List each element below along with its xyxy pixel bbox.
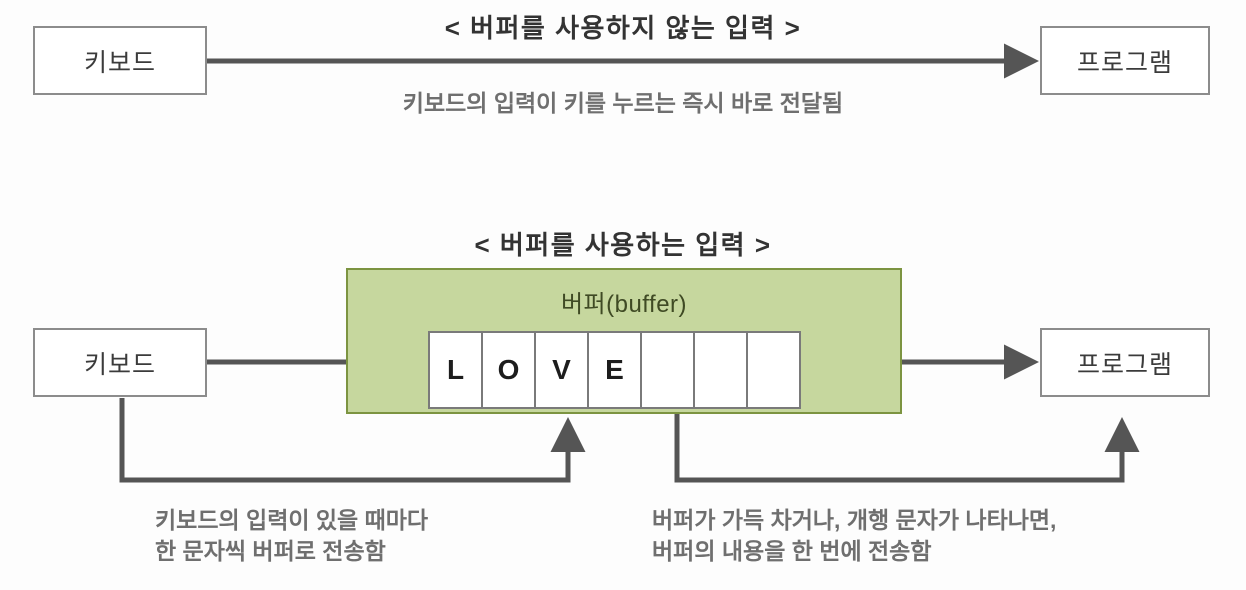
program-box-with-buffer: 프로그램 bbox=[1040, 328, 1210, 397]
buffer-label: 버퍼(buffer) bbox=[560, 291, 688, 318]
section-title-with-buffer: < 버퍼를 사용하는 입력 > bbox=[474, 230, 772, 260]
keyboard-box-no-buffer: 키보드 bbox=[33, 26, 207, 95]
caption-buffer-to-program: 버퍼가 가득 차거나, 개행 문자가 나타나면, 버퍼의 내용을 한 번에 전송… bbox=[652, 507, 1057, 565]
program-box-no-buffer: 프로그램 bbox=[1040, 26, 1210, 95]
buffer-cell bbox=[640, 331, 695, 409]
elbow-buffer-to-program-annotation bbox=[674, 414, 1140, 483]
buffer-cell: L bbox=[428, 331, 483, 409]
caption-no-buffer: 키보드의 입력이 키를 누르는 즉시 바로 전달됨 bbox=[402, 90, 844, 116]
section-title-no-buffer: < 버퍼를 사용하지 않는 입력 > bbox=[444, 13, 802, 43]
buffer-cell bbox=[693, 331, 748, 409]
keyboard-box-with-buffer: 키보드 bbox=[33, 328, 207, 397]
buffer-cell: V bbox=[534, 331, 589, 409]
buffer-cell: O bbox=[481, 331, 536, 409]
buffer-cell: E bbox=[587, 331, 642, 409]
caption-keyboard-to-buffer: 키보드의 입력이 있을 때마다 한 문자씩 버퍼로 전송함 bbox=[155, 507, 429, 565]
buffer-cell bbox=[746, 331, 801, 409]
